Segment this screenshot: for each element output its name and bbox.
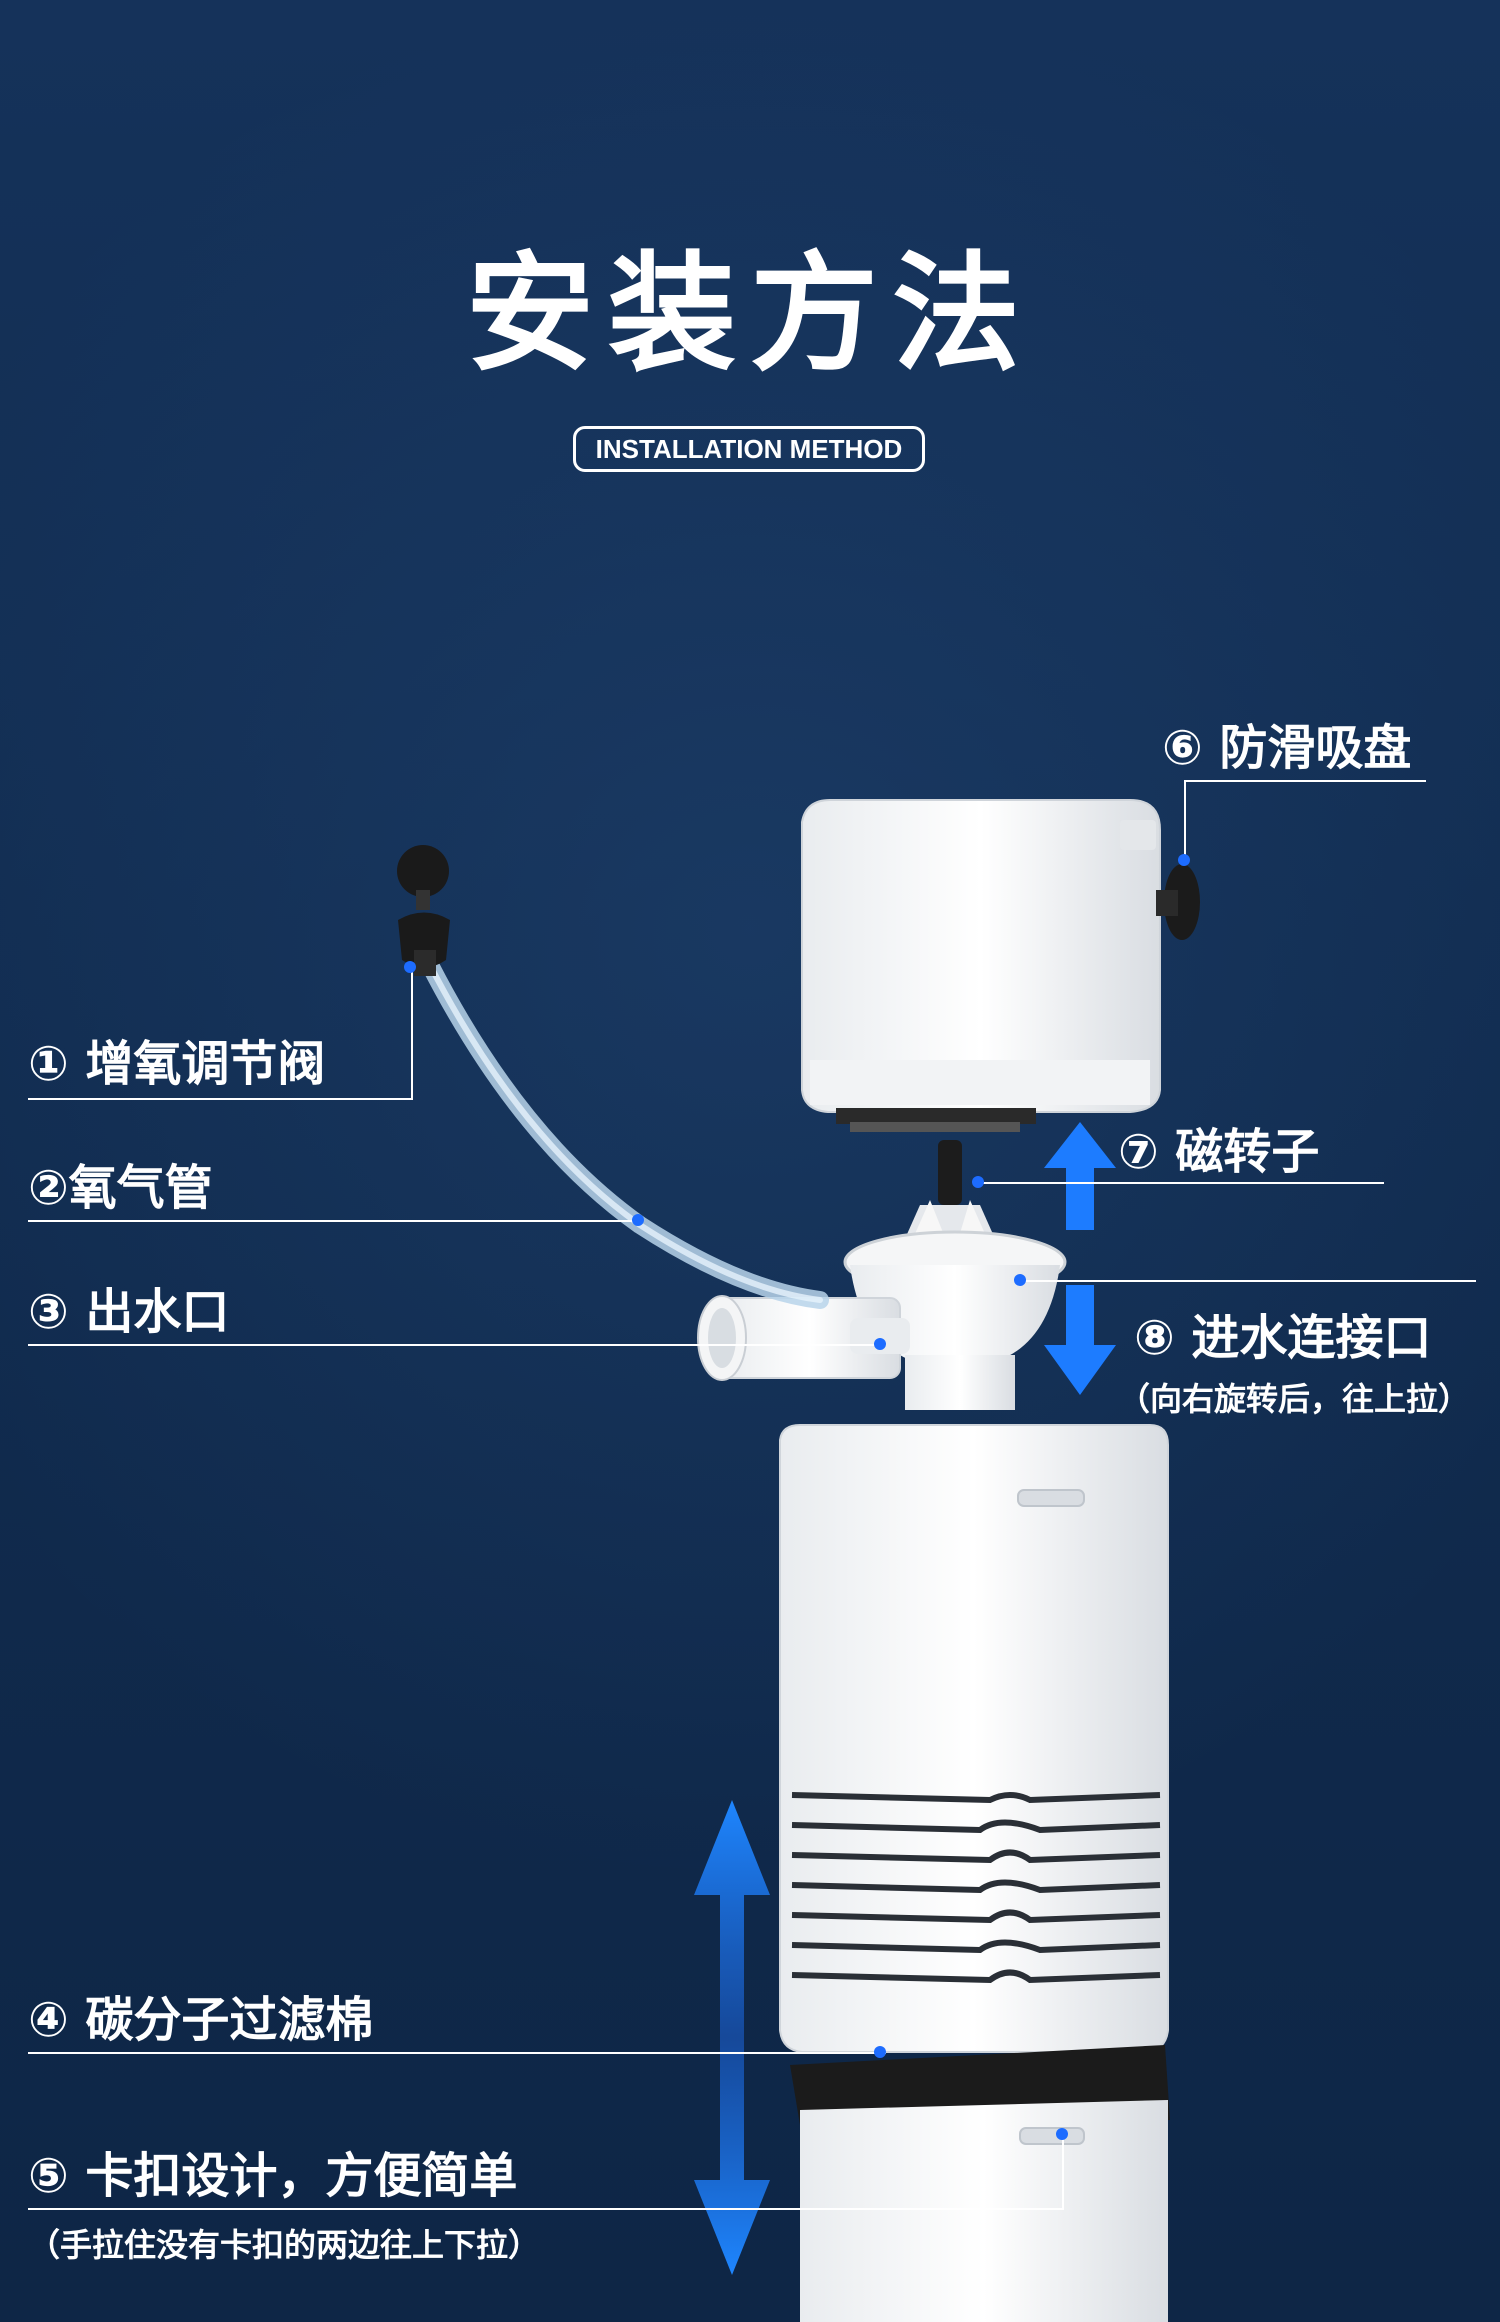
callout-4-num: ④ [28,1992,69,2048]
dot-7 [972,1176,984,1188]
callout-8-note: （向右旋转后，往上拉） [1118,1374,1470,1420]
dot-2 [632,1214,644,1226]
callout-7: ⑦ 磁转子 [1118,1112,1319,1182]
callout-7-text: 磁转子 [1175,1124,1319,1180]
leader-line-4 [28,2052,886,2054]
callout-2: ②氧气管 [28,1148,213,1218]
filter-body [780,1425,1168,2052]
leader-line-1 [28,1098,413,1100]
callout-6-text: 防滑吸盘 [1219,720,1411,776]
callout-3: ③ 出水口 [28,1272,229,1342]
callout-8-text: 进水连接口 [1191,1310,1431,1366]
dot-3 [874,1338,886,1350]
callout-4-text: 碳分子过滤棉 [85,1992,373,2048]
callout-7-num: ⑦ [1118,1124,1159,1180]
dot-1 [404,961,416,973]
callout-6-num: ⑥ [1162,720,1203,776]
leader-line-5 [28,2208,1064,2210]
callout-2-num: ② [28,1160,69,1216]
leader-line-6b [1184,780,1186,860]
leader-line-2 [28,1220,638,1222]
callout-1: ① 增氧调节阀 [28,1024,325,1094]
leader-line-3 [28,1344,886,1346]
callout-5-note: （手拉住没有卡扣的两边往上下拉） [28,2220,540,2266]
dot-6 [1178,854,1190,866]
callout-3-text: 出水口 [85,1284,229,1340]
leader-line-7 [978,1182,1384,1184]
dot-5 [1056,2128,1068,2140]
callout-1-text: 增氧调节阀 [85,1036,325,1092]
callout-5: ⑤ 卡扣设计，方便简单 [28,2136,517,2206]
callout-8: ⑧ 进水连接口 [1134,1298,1431,1368]
callout-5-text: 卡扣设计，方便简单 [85,2148,517,2204]
leader-line-8 [1020,1280,1476,1282]
callout-3-num: ③ [28,1284,69,1340]
suction-cup [1156,864,1200,940]
dot-8 [1014,1274,1026,1286]
air-valve [397,845,450,976]
callout-6: ⑥ 防滑吸盘 [1162,708,1411,778]
arrow-top [1044,1122,1116,1230]
callout-1-num: ① [28,1036,69,1092]
dot-4 [874,2046,886,2058]
callout-5-num: ⑤ [28,2148,69,2204]
callout-8-num: ⑧ [1134,1310,1175,1366]
lower-housing [800,2100,1168,2322]
arrow-bottom-short [1044,1285,1116,1395]
leader-line-1b [411,968,413,1100]
callout-4: ④ 碳分子过滤棉 [28,1980,373,2050]
callout-2-text: 氧气管 [69,1160,213,1216]
arrow-long [694,1800,770,2275]
motor-head [802,800,1160,1132]
leader-line-5b [1062,2134,1064,2210]
leader-line-6 [1184,780,1426,782]
